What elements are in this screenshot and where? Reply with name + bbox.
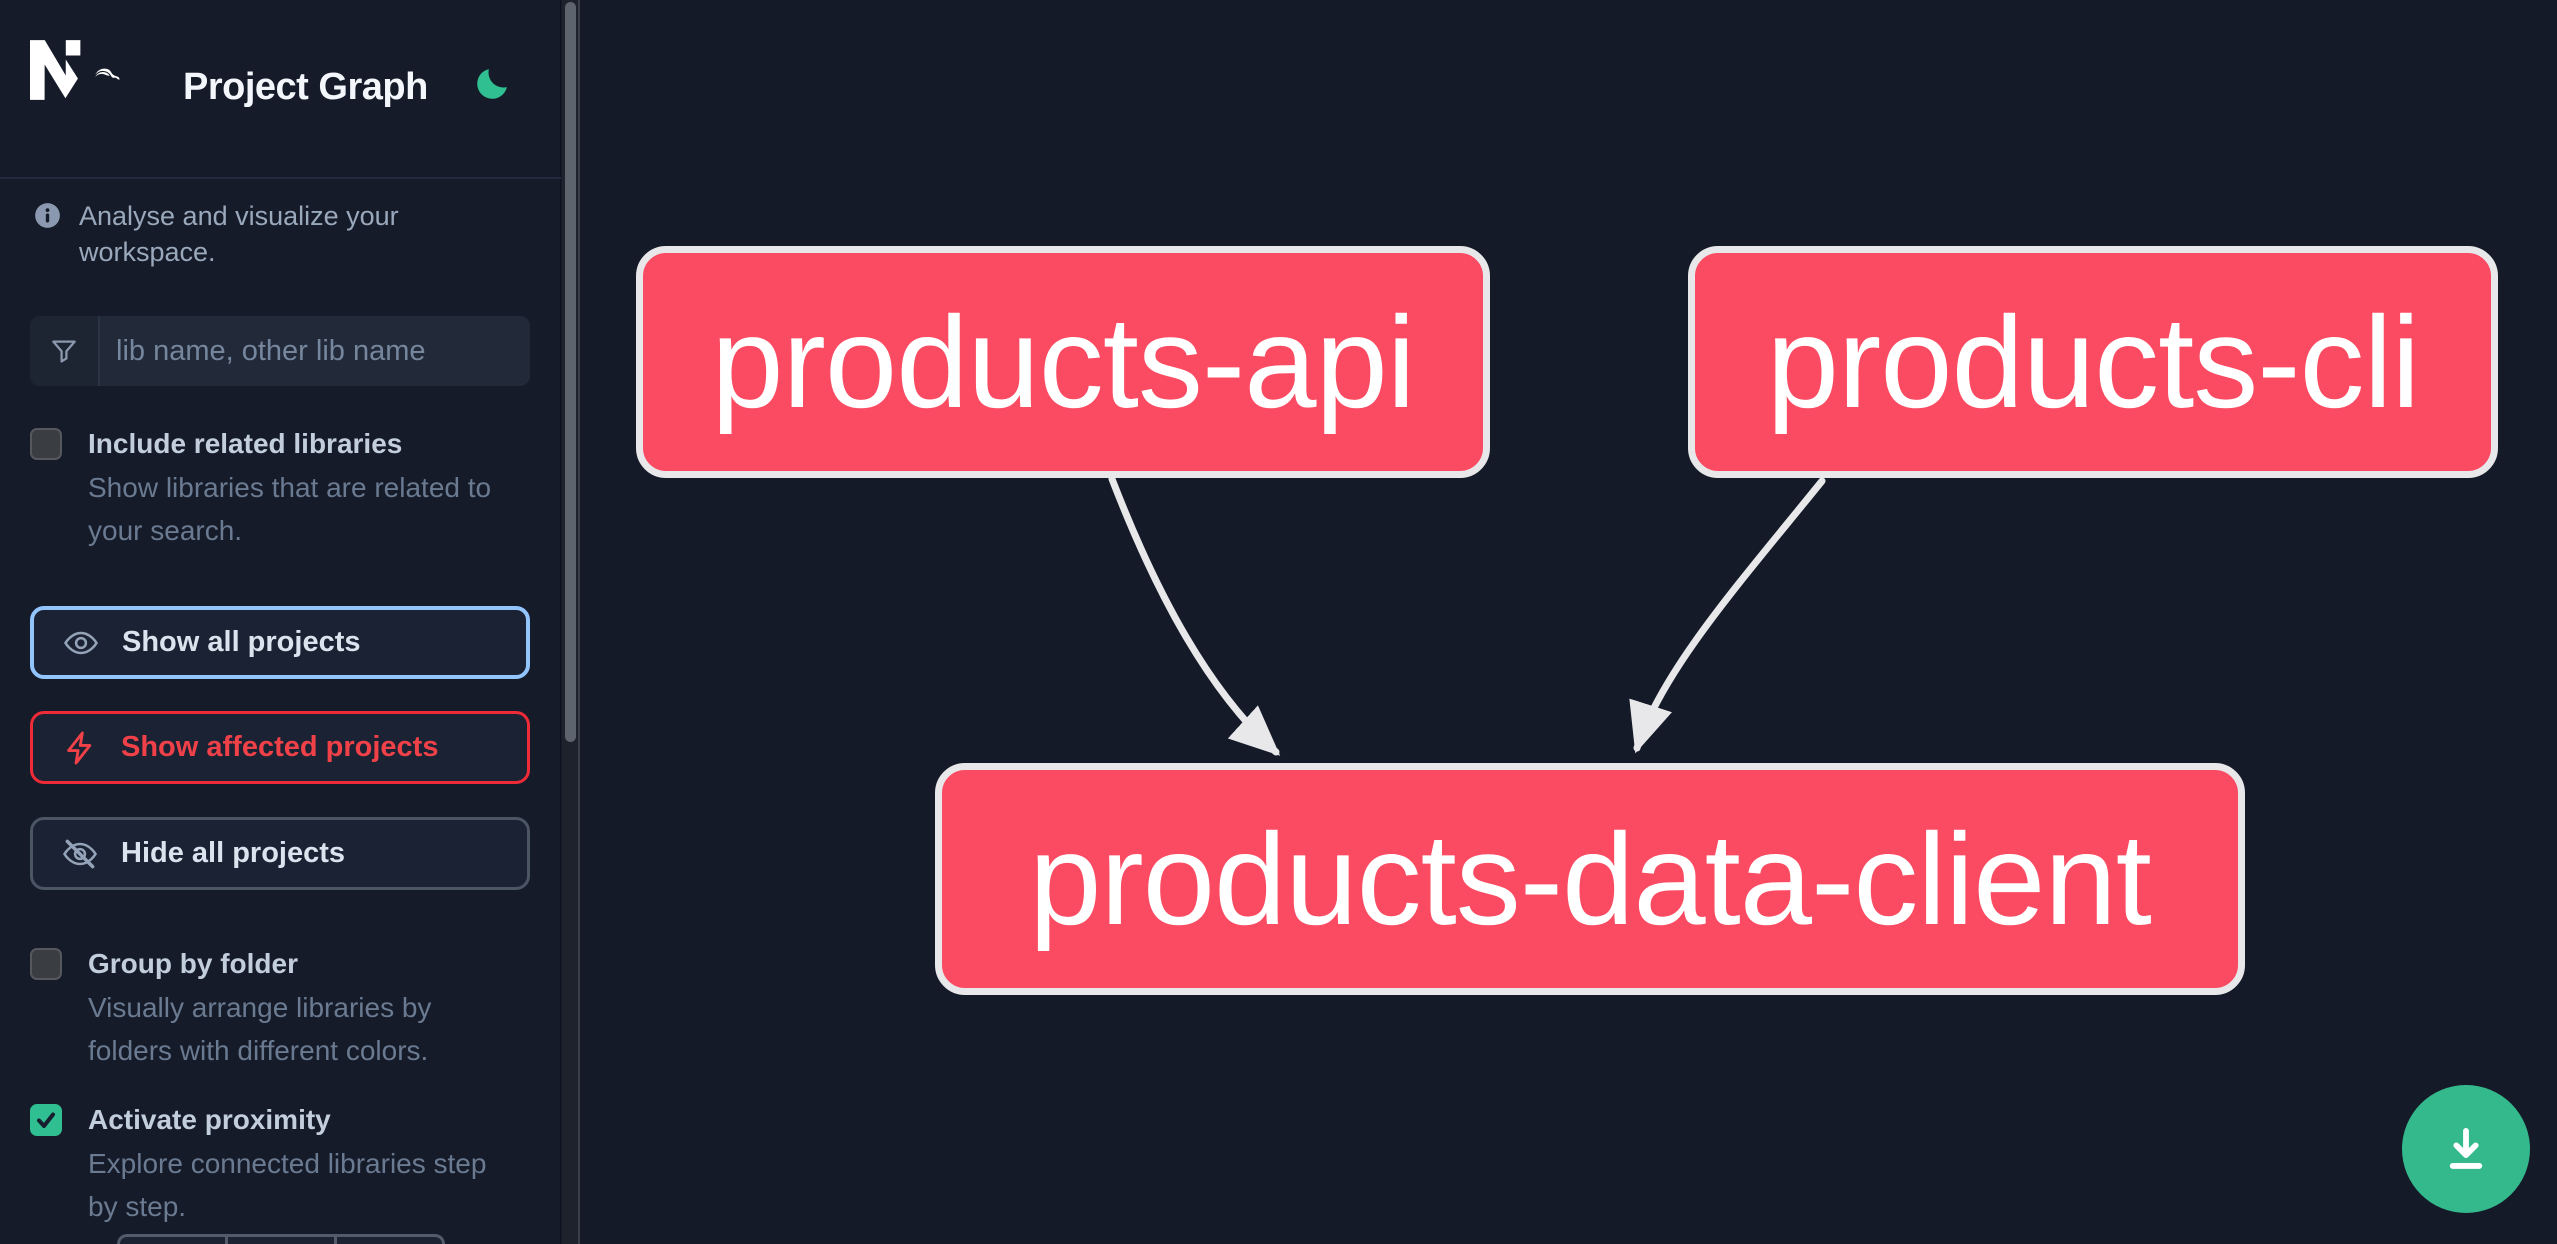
depth-value-segment <box>225 1237 333 1244</box>
nx-logo-icon <box>30 40 120 100</box>
show-all-projects-button[interactable]: Show all projects <box>30 606 530 679</box>
group-by-folder-checkbox[interactable] <box>30 948 62 980</box>
download-icon <box>2449 1127 2483 1169</box>
show-affected-projects-label: Show affected projects <box>121 731 439 763</box>
sidebar-header: Project Graph <box>0 0 560 177</box>
hide-all-projects-button[interactable]: Hide all projects <box>30 817 530 890</box>
workspace-tagline-row: Analyse and visualize your workspace. <box>34 198 534 270</box>
bolt-icon <box>67 731 92 764</box>
group-by-folder-option: Group by folder Visually arrange librari… <box>30 946 530 1072</box>
node-label: products-data-client <box>1029 806 2152 952</box>
show-affected-projects-button[interactable]: Show affected projects <box>30 711 530 784</box>
include-related-description: Show libraries that are related to your … <box>88 472 492 546</box>
node-products-data-client[interactable]: products-data-client <box>935 763 2245 995</box>
node-products-cli[interactable]: products-cli <box>1688 246 2498 478</box>
group-by-folder-description: Visually arrange libraries by folders wi… <box>88 992 432 1066</box>
show-all-projects-label: Show all projects <box>122 626 361 658</box>
filter-input-group <box>30 316 530 386</box>
activate-proximity-option: Activate proximity Explore connected lib… <box>30 1102 530 1228</box>
sidebar: Project Graph Analyse and visualize your… <box>0 0 561 1244</box>
info-icon <box>35 203 60 228</box>
node-label: products-api <box>711 289 1415 435</box>
sidebar-divider <box>0 177 561 179</box>
lib-filter-input[interactable] <box>100 316 530 386</box>
moon-icon[interactable] <box>470 64 512 106</box>
workspace-tagline: Analyse and visualize your workspace. <box>79 201 399 267</box>
proximity-depth-control[interactable] <box>117 1234 445 1244</box>
scrollbar-thumb[interactable] <box>565 2 576 742</box>
hide-all-projects-label: Hide all projects <box>121 837 346 869</box>
filter-icon-segment <box>30 316 100 386</box>
depth-decrement-segment[interactable] <box>120 1237 225 1244</box>
node-products-api[interactable]: products-api <box>636 246 1490 478</box>
eye-icon <box>64 631 98 654</box>
activate-proximity-description: Explore connected libraries step by step… <box>88 1148 487 1222</box>
include-related-label[interactable]: Include related libraries <box>88 428 403 459</box>
activate-proximity-label[interactable]: Activate proximity <box>88 1104 331 1135</box>
include-related-option: Include related libraries Show libraries… <box>30 426 530 552</box>
depth-increment-segment[interactable] <box>333 1237 442 1244</box>
checkmark-icon <box>37 1112 55 1128</box>
include-related-checkbox[interactable] <box>30 428 62 460</box>
filter-icon <box>52 340 76 363</box>
graph-canvas[interactable] <box>582 0 2557 1244</box>
node-label: products-cli <box>1766 289 2421 435</box>
sidebar-scrollbar[interactable] <box>562 0 580 1244</box>
group-by-folder-label[interactable]: Group by folder <box>88 948 298 979</box>
activate-proximity-checkbox[interactable] <box>30 1104 62 1136</box>
eye-slash-icon <box>63 839 97 868</box>
page-title: Project Graph <box>183 66 428 108</box>
download-button[interactable] <box>2402 1085 2530 1213</box>
